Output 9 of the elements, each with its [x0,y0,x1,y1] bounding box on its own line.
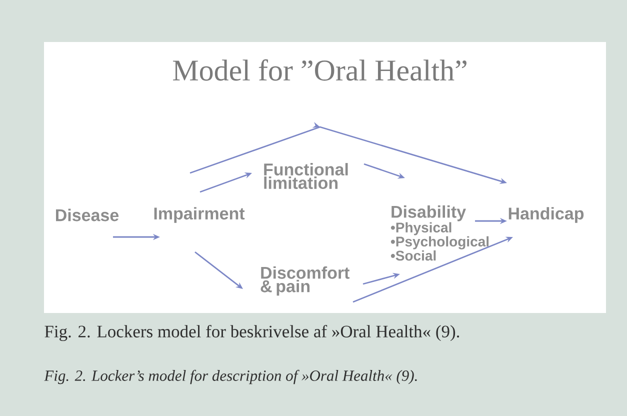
node-label: Impairment [154,207,245,223]
node-label: Disability •Physical •Psychological •Social [390,205,489,261]
caption: Fig. 2. Locker’s model for description of »Oral Health« (9). [44,370,417,384]
node-label: Handicap [508,207,584,223]
caption: Fig. 2. Lockers model for beskrivelse af »Oral Health« (9). [44,324,460,342]
title: Model for ”Oral Health” [173,59,466,81]
node-label: Functional limitation [264,163,348,189]
node-label: Disease [56,208,119,222]
node-label: Discomfort & pain [260,266,350,296]
